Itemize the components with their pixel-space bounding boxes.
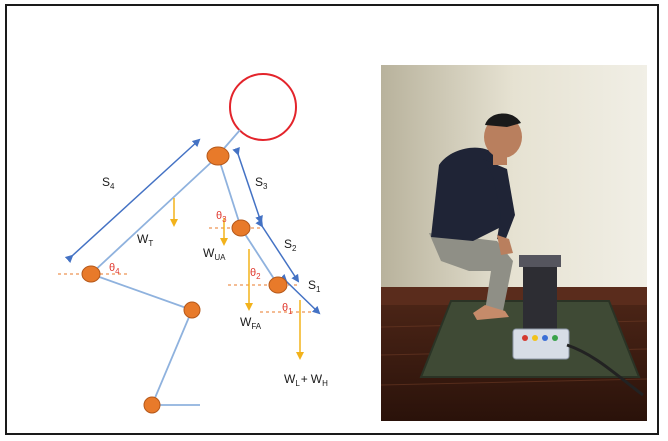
wall xyxy=(381,65,647,297)
s3-arrow xyxy=(232,147,263,224)
elbow-joint xyxy=(231,219,251,237)
lifting-photo xyxy=(381,65,647,421)
person-head xyxy=(484,116,522,158)
trunk-segment xyxy=(90,155,219,275)
joints xyxy=(81,146,288,414)
hip-joint xyxy=(81,265,101,283)
theta1-label: θ1 xyxy=(282,302,293,316)
wt-label: WT xyxy=(137,232,153,248)
person-torso xyxy=(431,147,509,241)
s4-arrow xyxy=(64,138,201,263)
wfa-label: WFA xyxy=(240,315,262,331)
equipment-tower xyxy=(523,261,557,331)
shoulder-joint xyxy=(206,146,230,166)
theta3-label: θ3 xyxy=(216,210,227,224)
s1-arrow xyxy=(278,273,321,315)
wua-label: WUA xyxy=(203,246,226,262)
person-legs xyxy=(429,233,513,311)
thigh-segment xyxy=(90,273,193,311)
head-circle xyxy=(229,73,297,141)
s3-label: S3 xyxy=(255,175,268,191)
theta4-label: θ4 xyxy=(109,262,120,276)
person-arm xyxy=(483,159,515,241)
s1-label: S1 xyxy=(308,278,321,294)
weight-arrows xyxy=(170,198,304,360)
theta2-label: θ2 xyxy=(250,267,261,281)
ankle-joint xyxy=(143,396,161,414)
control-box xyxy=(512,328,570,360)
s4-label: S4 xyxy=(102,175,115,191)
lifting-photo-illustration xyxy=(381,65,647,421)
s2-arrow xyxy=(255,218,300,283)
segment-length-arrows xyxy=(64,138,321,315)
s2-label: S2 xyxy=(284,237,297,253)
shank-segment xyxy=(151,309,193,406)
knee-joint xyxy=(183,301,201,319)
wrist-joint xyxy=(268,276,288,294)
body-segments xyxy=(90,155,279,406)
wl-wh-label: WL+WH xyxy=(284,372,328,388)
